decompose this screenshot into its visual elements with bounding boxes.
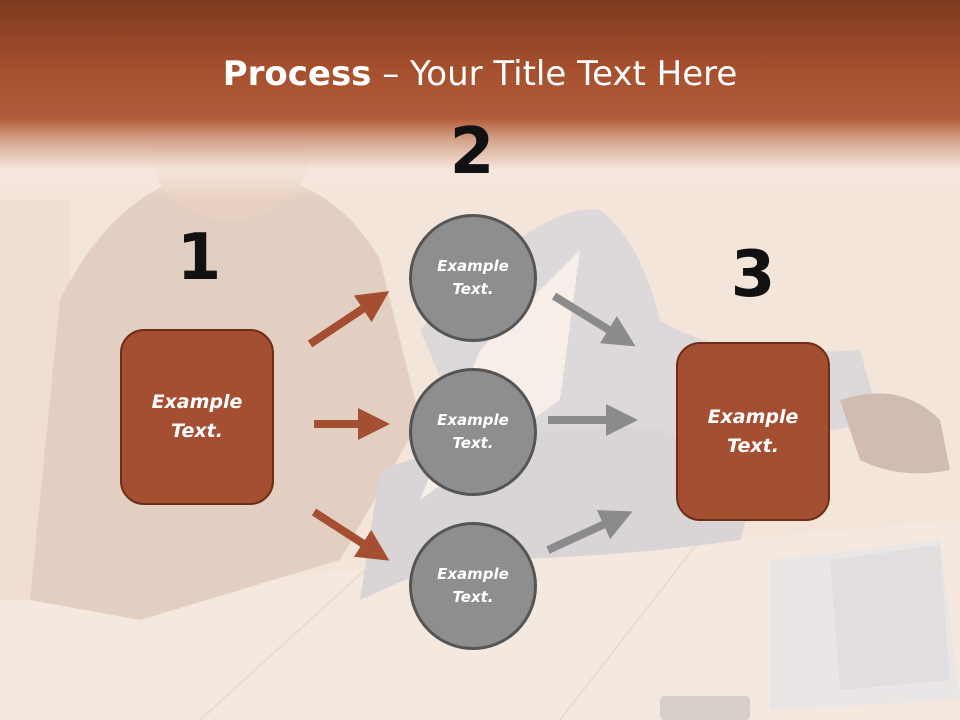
header-band bbox=[0, 0, 960, 200]
step-2-circle-top: Example Text. bbox=[409, 214, 537, 342]
title-bold: Process bbox=[222, 54, 372, 94]
step-3-label: Example Text. bbox=[707, 405, 799, 457]
arrow-1-to-top bbox=[307, 291, 390, 348]
step-1-box: Example Text. bbox=[120, 329, 274, 505]
step-number-3: 3 bbox=[730, 238, 776, 312]
title-rest: – Your Title Text Here bbox=[371, 54, 738, 94]
step-2-label-middle: Example Text. bbox=[437, 411, 509, 452]
step-1-label: Example Text. bbox=[151, 391, 243, 442]
step-2-label-bottom: Example Text. bbox=[437, 565, 509, 606]
arrow-1-to-bottom bbox=[311, 508, 390, 561]
slide-title: Process – Your Title Text Here bbox=[0, 52, 960, 96]
step-2-circle-middle: Example Text. bbox=[409, 368, 537, 496]
step-2-label-top: Example Text. bbox=[437, 257, 509, 298]
step-3-box: Example Text. bbox=[676, 342, 830, 521]
step-2-circle-bottom: Example Text. bbox=[409, 522, 537, 650]
arrow-bottom-to-3 bbox=[546, 510, 633, 554]
arrow-top-to-3 bbox=[551, 292, 636, 347]
step-number-1: 1 bbox=[176, 221, 222, 295]
step-number-2: 2 bbox=[449, 115, 495, 189]
